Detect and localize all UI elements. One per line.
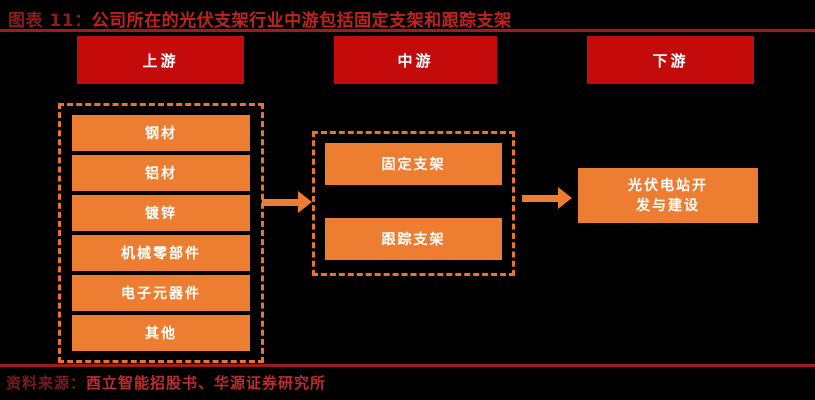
figure-title-text: 公司所在的光伏支架行业中游包括固定支架和跟踪支架 xyxy=(91,11,512,31)
upstream-item-aluminum: 铝材 xyxy=(72,155,250,191)
figure-title: 图表 11：公司所在的光伏支架行业中游包括固定支架和跟踪支架 xyxy=(8,6,512,31)
source-label: 资料来源： xyxy=(6,374,87,392)
midstream-item-label: 固定支架 xyxy=(381,157,446,173)
midstream-item-label: 跟踪支架 xyxy=(381,232,446,248)
stage-box-upstream: 上游 xyxy=(77,36,244,84)
downstream-box-line2: 发与建设 xyxy=(636,197,700,214)
midstream-group: 固定支架 跟踪支架 xyxy=(312,131,515,276)
upstream-item-label: 其他 xyxy=(145,326,177,342)
arrow-upstream-to-midstream-icon xyxy=(262,191,312,213)
midstream-item-fixed-bracket: 固定支架 xyxy=(325,143,502,185)
upstream-item-mechanical-parts: 机械零部件 xyxy=(72,235,250,271)
upstream-item-galvanizing: 镀锌 xyxy=(72,195,250,231)
upstream-item-label: 钢材 xyxy=(145,126,177,142)
source-text: 酉立智能招股书、华源证券研究所 xyxy=(86,374,327,392)
stage-box-midstream: 中游 xyxy=(334,36,497,84)
arrow-shaft xyxy=(522,195,558,202)
figure-number: 图表 11： xyxy=(8,11,92,31)
arrow-head xyxy=(558,187,572,209)
upstream-item-label: 机械零部件 xyxy=(121,246,201,262)
source-note: 资料来源：酉立智能招股书、华源证券研究所 xyxy=(6,372,326,393)
upstream-item-others: 其他 xyxy=(72,315,250,351)
stage-label-upstream: 上游 xyxy=(142,51,179,70)
arrow-head xyxy=(298,191,312,213)
stage-box-downstream: 下游 xyxy=(587,36,754,84)
arrow-shaft xyxy=(262,199,298,206)
downstream-box-pv-plant: 光伏电站开 发与建设 xyxy=(578,168,758,223)
footer-divider xyxy=(0,364,815,367)
upstream-group: 钢材 铝材 镀锌 机械零部件 电子元器件 其他 xyxy=(58,103,264,363)
stage-label-midstream: 中游 xyxy=(397,51,434,70)
upstream-item-label: 铝材 xyxy=(145,166,177,182)
upstream-item-steel: 钢材 xyxy=(72,115,250,151)
title-divider xyxy=(0,29,815,32)
stage-label-downstream: 下游 xyxy=(652,51,689,70)
upstream-item-label: 镀锌 xyxy=(145,206,177,222)
upstream-item-label: 电子元器件 xyxy=(121,286,201,302)
upstream-item-electronic-components: 电子元器件 xyxy=(72,275,250,311)
arrow-midstream-to-downstream-icon xyxy=(522,187,572,209)
downstream-box-line1: 光伏电站开 xyxy=(628,177,708,194)
midstream-item-tracking-bracket: 跟踪支架 xyxy=(325,218,502,260)
